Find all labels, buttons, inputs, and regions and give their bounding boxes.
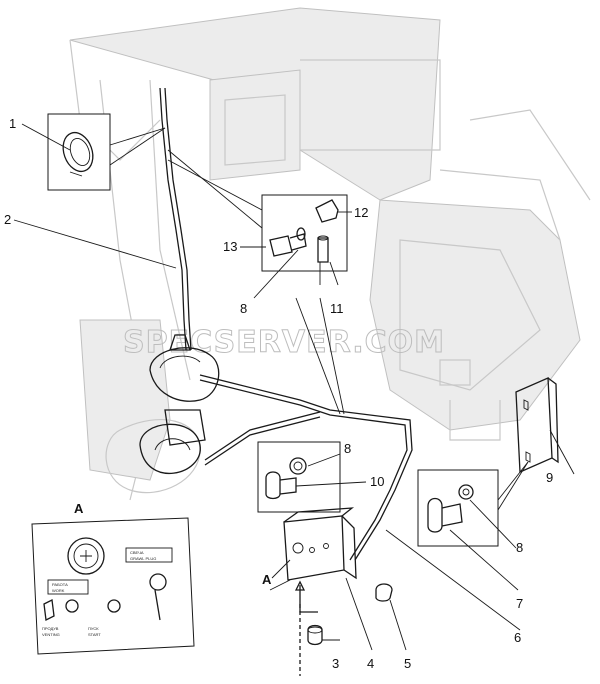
fastener-detail-upper bbox=[167, 149, 348, 272]
callout-7: 7 bbox=[516, 596, 523, 611]
panel-label-work-ru: РАБОТА bbox=[52, 582, 68, 587]
callout-3: 3 bbox=[332, 656, 339, 671]
panel-label-work-en: WORK bbox=[52, 588, 65, 593]
callout-13: 13 bbox=[223, 239, 237, 254]
callout-8-middle: 8 bbox=[344, 441, 351, 456]
callout-8-upper: 8 bbox=[240, 301, 247, 316]
clamp-detail bbox=[47, 113, 166, 191]
callout-5: 5 bbox=[404, 656, 411, 671]
panel-label-purge-ru: ПРОДУВ bbox=[42, 626, 59, 631]
callout-a-left: A bbox=[262, 572, 272, 587]
wiring-harness bbox=[159, 87, 413, 613]
fastener-detail-right bbox=[417, 469, 499, 547]
callout-6: 6 bbox=[514, 630, 521, 645]
callout-12: 12 bbox=[354, 205, 368, 220]
callout-a-detail: A bbox=[74, 501, 84, 516]
watermark-text: SPECSERVER.COM bbox=[123, 325, 445, 360]
panel-label-purge-en: VENTING bbox=[42, 632, 60, 637]
panel-label-glow-en: GRAWL PLUG bbox=[130, 556, 156, 561]
callout-1: 1 bbox=[9, 116, 16, 131]
bracket bbox=[497, 377, 559, 511]
callout-4: 4 bbox=[367, 656, 374, 671]
panel-label-start-en: START bbox=[88, 632, 101, 637]
callout-9: 9 bbox=[546, 470, 553, 485]
callout-8-right: 8 bbox=[516, 540, 523, 555]
callout-labels: 1 2 13 12 8 11 8 10 9 8 7 6 5 4 3 A A bbox=[4, 116, 553, 671]
panel-label-start-ru: ПУСК bbox=[88, 626, 99, 631]
detail-panel-a: СВЕЧА GRAWL PLUG РАБОТА WORK ПРОДУВ VENT… bbox=[31, 517, 195, 655]
callout-10: 10 bbox=[370, 474, 384, 489]
glow-plug-assembly bbox=[139, 334, 220, 474]
background-machinery bbox=[69, 7, 591, 501]
caps bbox=[307, 583, 393, 646]
control-box bbox=[283, 507, 357, 581]
callout-2: 2 bbox=[4, 212, 11, 227]
fastener-detail-middle bbox=[257, 441, 341, 513]
callout-11: 11 bbox=[330, 301, 344, 316]
panel-label-glow-ru: СВЕЧА bbox=[130, 550, 144, 555]
callout-leaders bbox=[13, 123, 575, 651]
view-arrow bbox=[271, 559, 306, 676]
